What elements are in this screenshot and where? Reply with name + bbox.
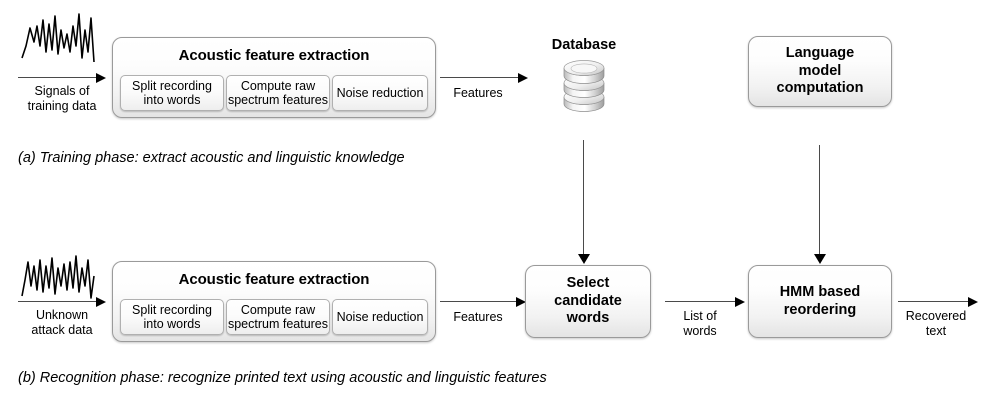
recognition-input-label: Unknown attack data [6,308,118,338]
caption-training-phase: (a) Training phase: extract acoustic and… [18,150,405,166]
recognition-features-label: Features [453,310,503,324]
low-line2: words [683,323,717,338]
recognition-afe-title: Acoustic feature extraction [178,271,370,288]
recognition-features-arrow [440,297,526,307]
scw-line2: candidate [554,292,622,309]
audio-waveform-icon [16,6,106,72]
recognition-input-label-line1: Unknown [35,308,89,322]
hmm-line2: reordering [783,301,857,318]
training-features-label: Features [453,86,503,100]
scw-line3: words [566,310,610,327]
step-line1: Noise reduction [336,85,424,100]
lm-line3: computation [776,80,864,97]
rt-line2: text [925,323,947,338]
step-line2: into words [143,317,201,331]
hmm-line1: HMM based [779,283,861,300]
step-line2: spectrum features [227,317,329,331]
step-line1: Noise reduction [336,309,424,324]
language-model-to-hmm-arrow [814,145,826,264]
training-input-label: Signals of training data [6,84,118,114]
rt-line1: Recovered [905,309,967,323]
caption-recognition-phase: (b) Recognition phase: recognize printed… [18,370,547,386]
list-of-words-label: List of words [665,309,735,339]
step-line2: into words [143,93,201,107]
list-of-words-arrow [665,297,745,307]
training-input-arrow [18,73,106,83]
step-line2: spectrum features [227,93,329,107]
training-afe-step-noise-reduction[interactable]: Noise reduction [332,75,428,111]
audio-waveform-icon [16,246,106,306]
select-candidate-words-text: Select candidate words [526,266,650,337]
select-candidate-words-box[interactable]: Select candidate words [525,265,651,338]
recovered-text-label: Recovered text [898,309,974,339]
language-model-computation-box[interactable]: Language model computation [748,36,892,107]
step-line1: Compute raw [240,78,316,93]
scw-line1: Select [566,274,610,291]
database-label: Database [551,37,617,53]
language-model-computation-text: Language model computation [749,37,891,106]
lm-line1: Language [785,44,855,61]
training-afe-step-split-recording[interactable]: Split recording into words [120,75,224,111]
training-afe-step-compute-raw-spectrum[interactable]: Compute raw spectrum features [226,75,330,111]
training-features-arrow [440,73,528,83]
training-input-label-line2: training data [27,98,97,113]
step-line1: Compute raw [240,302,316,317]
training-input-label-line1: Signals of [34,84,90,98]
recovered-text-arrow [898,297,978,307]
recognition-afe-step-split-recording[interactable]: Split recording into words [120,299,224,335]
recognition-input-label-line2: attack data [31,322,93,337]
step-line1: Split recording [132,78,212,93]
hmm-based-reordering-box[interactable]: HMM based reordering [748,265,892,338]
database-to-select-candidate-arrow [578,140,590,264]
recognition-afe-step-noise-reduction[interactable]: Noise reduction [332,299,428,335]
recognition-input-arrow [18,297,106,307]
recognition-afe-step-compute-raw-spectrum[interactable]: Compute raw spectrum features [226,299,330,335]
database-cylinder-icon [558,60,610,122]
low-line1: List of [683,309,717,323]
hmm-based-reordering-text: HMM based reordering [749,266,891,337]
lm-line2: model [798,62,842,79]
step-line1: Split recording [132,302,212,317]
training-afe-title: Acoustic feature extraction [178,47,370,64]
